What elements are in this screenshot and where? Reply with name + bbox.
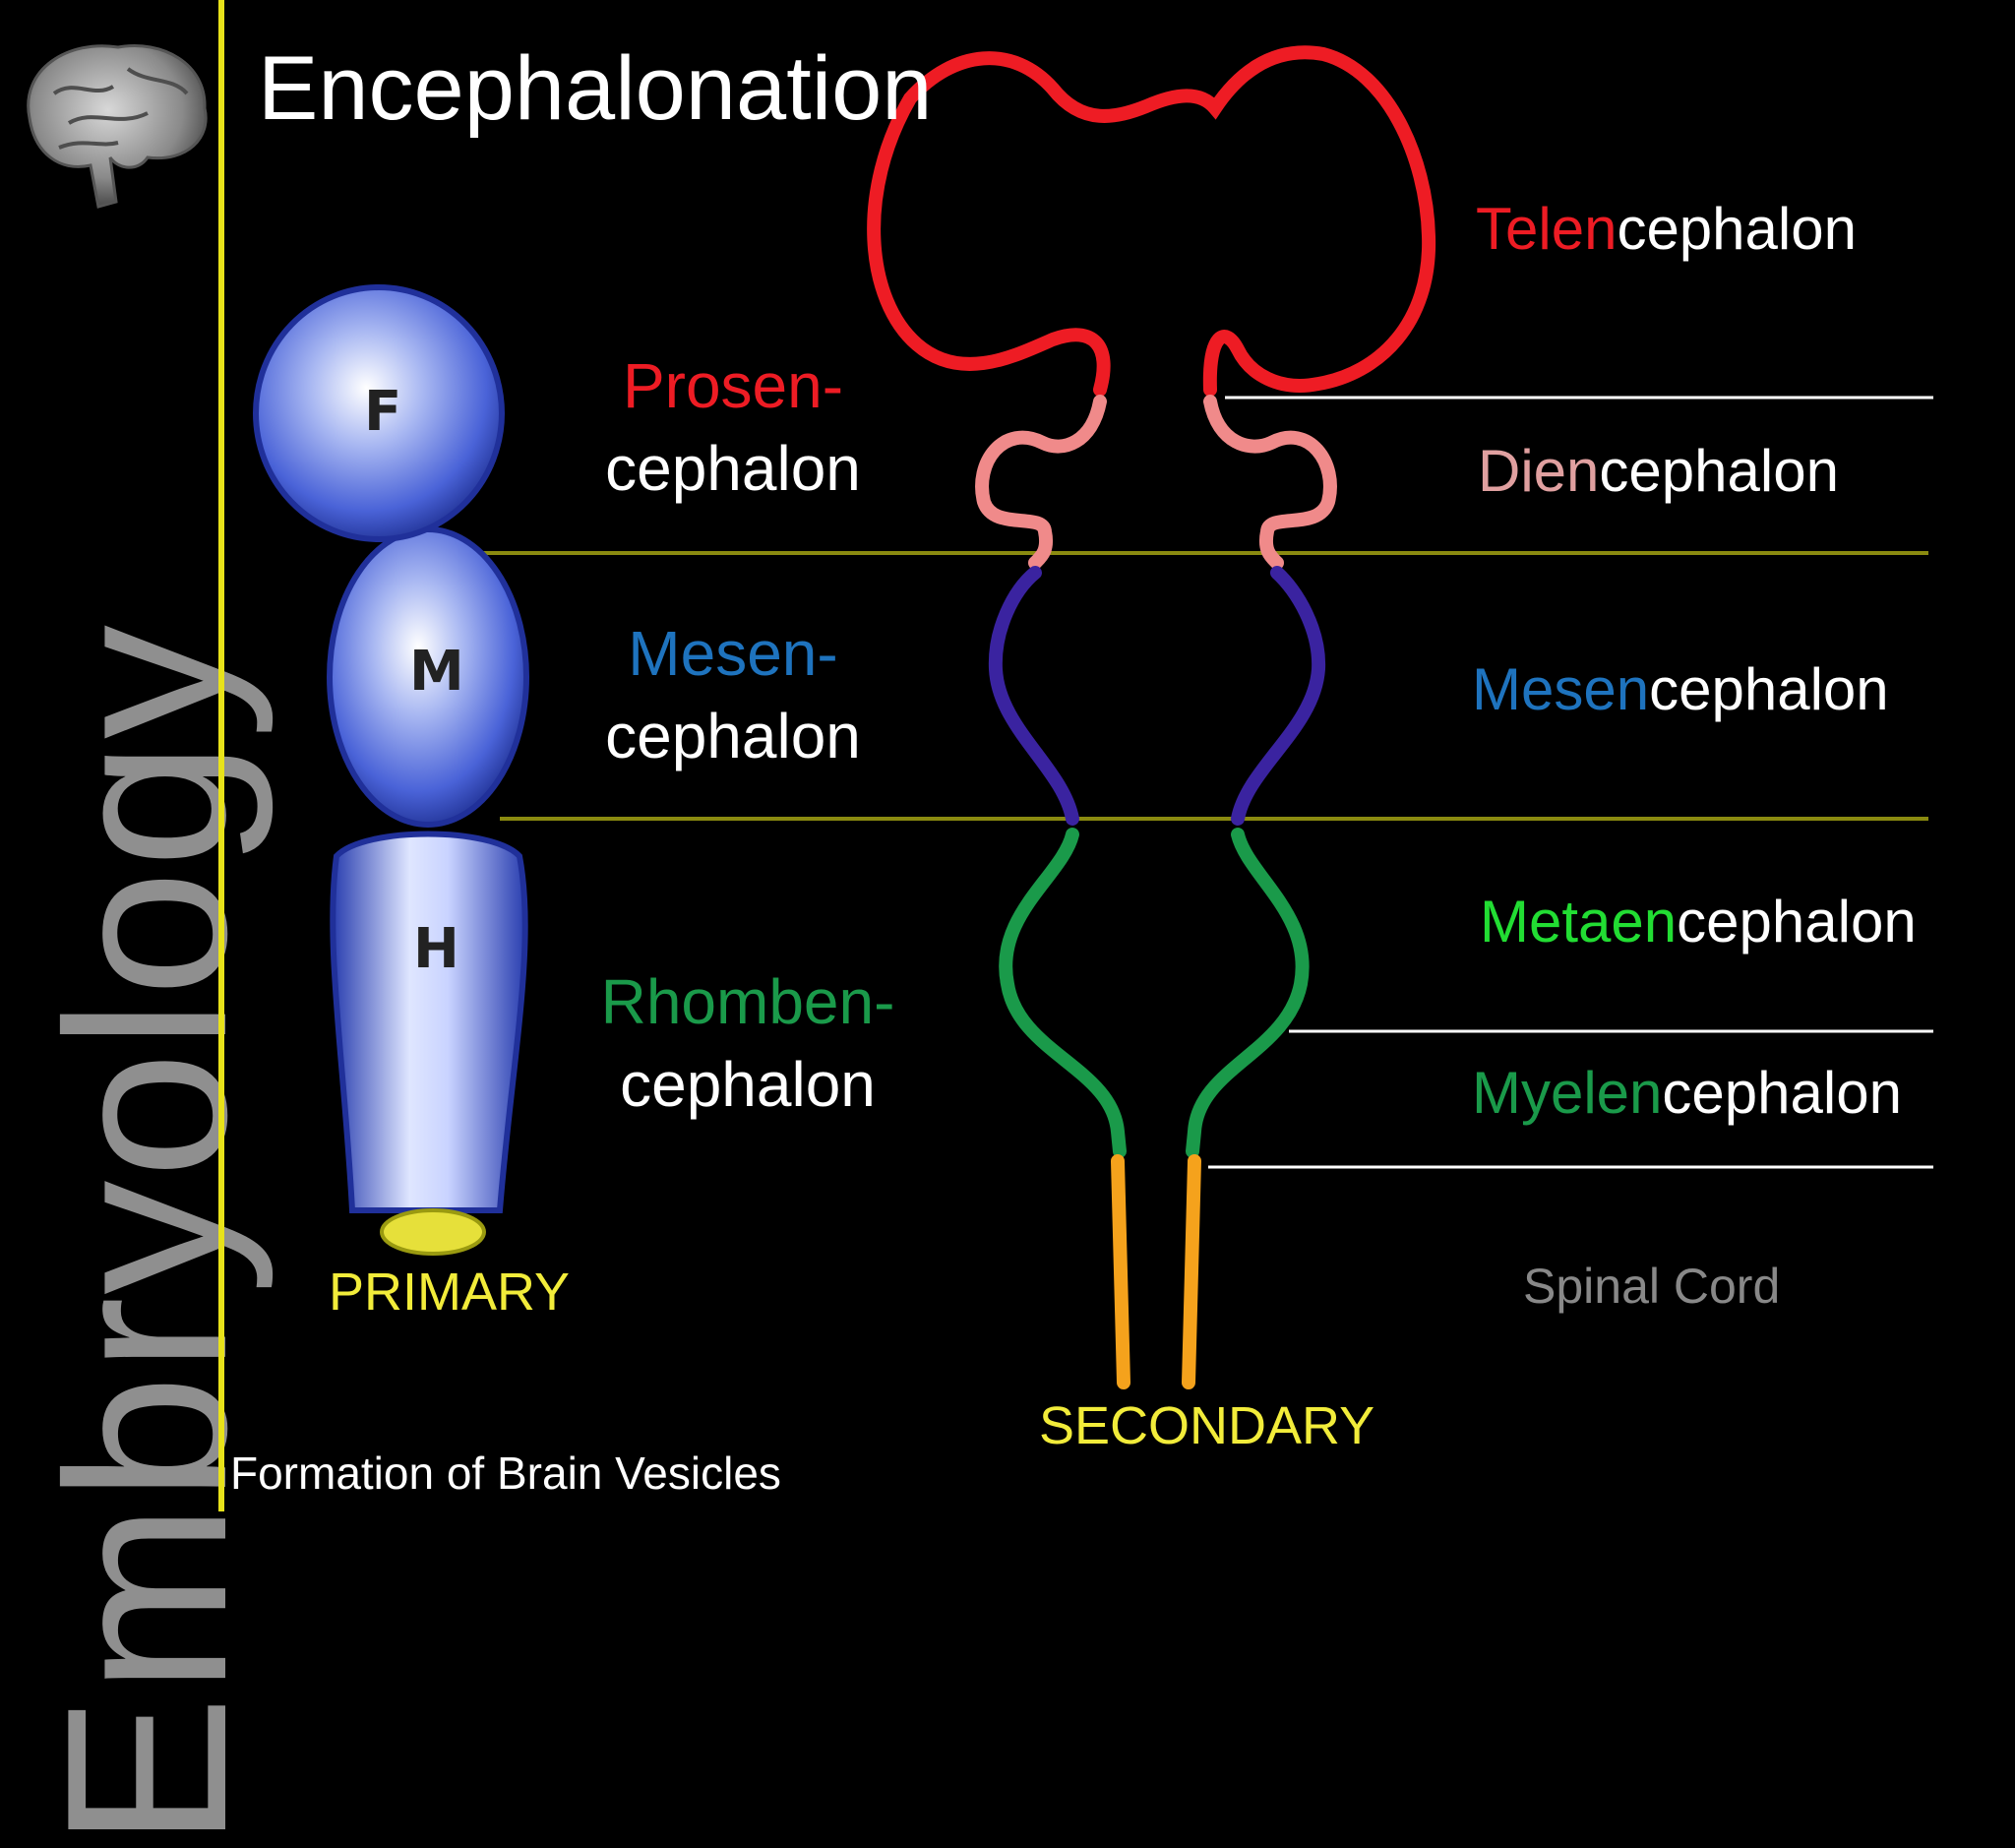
rhombencephalon-line1: Rhomben- — [580, 960, 915, 1043]
telencephalon-label: Telencephalon — [1476, 195, 1857, 263]
myelencephalon-label: Myelencephalon — [1472, 1059, 1902, 1127]
mesencephalon-outline-left — [996, 573, 1072, 819]
prosencephalon-label: Prosen- cephalon — [590, 344, 876, 510]
telencephalon-outline — [874, 52, 1429, 390]
mesencephalon-line2: cephalon — [590, 695, 876, 777]
primary-label: PRIMARY — [329, 1262, 570, 1323]
metencephalon-label: Metaencephalon — [1480, 888, 1917, 955]
hindbrain-vesicle — [333, 834, 524, 1211]
diencephalon-label: Diencephalon — [1478, 437, 1839, 505]
prosencephalon-line2: cephalon — [590, 427, 876, 510]
mesencephalon-outline-right — [1238, 573, 1318, 819]
caption: Formation of Brain Vesicles — [230, 1447, 781, 1500]
brain-icon — [29, 46, 206, 207]
vesicle-label-f: F — [364, 380, 401, 444]
page-title: Encephalonation — [258, 37, 932, 141]
rhombencephalon-outline-left — [1006, 834, 1120, 1151]
mesencephalon-mid-label: Mesen- cephalon — [590, 612, 876, 777]
diencephalon-suffix: cephalon — [1599, 438, 1839, 504]
telencephalon-suffix: cephalon — [1617, 196, 1857, 262]
secondary-vesicles — [874, 52, 1429, 1383]
spinal-cord-label: Spinal Cord — [1523, 1258, 1780, 1315]
mesencephalon-suffix: cephalon — [1649, 656, 1889, 722]
vesicle-label-m: M — [409, 640, 464, 704]
diencephalon-prefix: Dien — [1478, 438, 1599, 504]
diencephalon-outline-right — [1210, 401, 1330, 563]
myelencephalon-suffix: cephalon — [1662, 1060, 1902, 1126]
spinal-cord-right — [1189, 1161, 1194, 1383]
telencephalon-prefix: Telen — [1476, 196, 1617, 262]
rhombencephalon-label: Rhomben- cephalon — [580, 960, 915, 1126]
mesencephalon-line1: Mesen- — [590, 612, 876, 695]
spinal-cord-left — [1118, 1161, 1124, 1383]
tube-opening — [382, 1210, 484, 1254]
rhombencephalon-outline-right — [1192, 834, 1303, 1151]
myelencephalon-prefix: Myelen — [1472, 1060, 1662, 1126]
metencephalon-prefix: Metaen — [1480, 889, 1677, 955]
rhombencephalon-line2: cephalon — [580, 1043, 915, 1126]
secondary-label: SECONDARY — [1039, 1395, 1374, 1456]
prosencephalon-line1: Prosen- — [590, 344, 876, 427]
vesicle-label-h: H — [413, 917, 459, 981]
metencephalon-suffix: cephalon — [1677, 889, 1917, 955]
diencephalon-outline-left — [982, 401, 1100, 563]
mesencephalon-right-label: Mesencephalon — [1472, 655, 1889, 723]
mesencephalon-prefix: Mesen — [1472, 656, 1649, 722]
